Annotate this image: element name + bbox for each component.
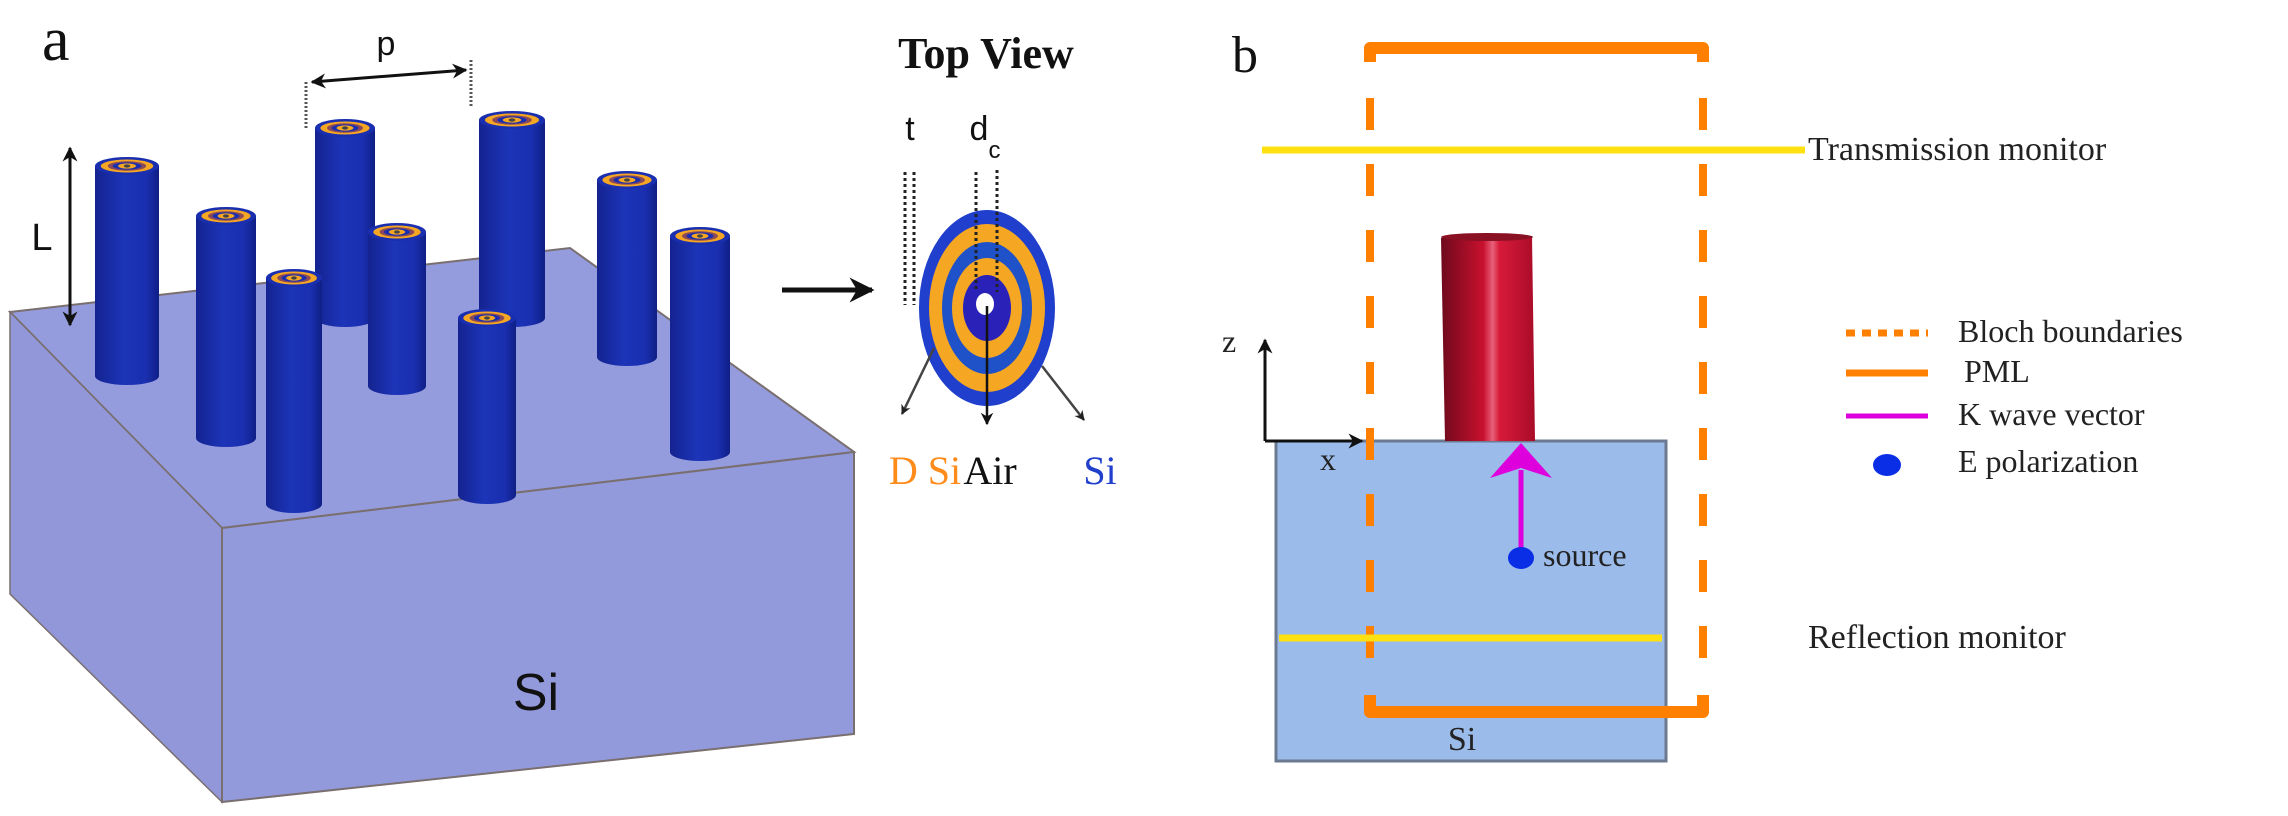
si-pointer xyxy=(1041,365,1085,421)
si-label: Si xyxy=(1083,448,1116,493)
dsi-label: D Si xyxy=(889,448,961,493)
k-wave-vector-head xyxy=(1490,443,1552,478)
core-diameter-label: dc xyxy=(970,110,1001,164)
reflection-monitor-label: Reflection monitor xyxy=(1808,619,2066,656)
panel-a-label: a xyxy=(42,6,70,74)
svg-text:Bloch boundaries: Bloch boundaries xyxy=(1958,313,2183,349)
nanowire-cross-section xyxy=(1441,233,1535,441)
legend-item-e-polarization: E polarization xyxy=(1873,443,2138,479)
panel-b: b Si Transmission monitor Reflection mon… xyxy=(1222,27,2183,763)
panel-a: a Si p L Top View t dc xyxy=(7,6,1117,804)
svg-text:K wave vector: K wave vector xyxy=(1958,396,2145,432)
nanowire xyxy=(670,227,730,461)
pitch-label: p xyxy=(377,25,396,63)
panel-b-label: b xyxy=(1232,27,1258,84)
length-dimension: L xyxy=(31,146,78,327)
dimension-guides xyxy=(903,170,999,305)
air-label: Air xyxy=(963,448,1016,493)
transmission-monitor-label: Transmission monitor xyxy=(1808,131,2107,168)
svg-text:E polarization: E polarization xyxy=(1958,443,2138,479)
legend-item-pml: PML xyxy=(1846,353,2030,389)
source-label: source xyxy=(1543,537,1627,573)
legend-item-bloch: Bloch boundaries xyxy=(1846,313,2183,349)
air-core xyxy=(976,293,994,315)
substrate-front-face xyxy=(221,450,855,804)
top-view-title: Top View xyxy=(898,29,1074,78)
nanowire xyxy=(95,157,159,385)
nanowire xyxy=(597,171,657,366)
svg-text:PML: PML xyxy=(1964,353,2030,389)
nanowire xyxy=(266,269,322,513)
top-view: Top View t dc D Si Air Si xyxy=(889,29,1117,493)
nanowire xyxy=(479,111,545,327)
pml-bottom xyxy=(1364,695,1709,718)
nanowire xyxy=(458,309,516,504)
pitch-dimension: p xyxy=(304,25,473,128)
substrate-label: Si xyxy=(513,664,559,722)
e-polarization-dot xyxy=(1508,547,1534,569)
nanowire xyxy=(368,223,426,395)
nanowire xyxy=(196,207,256,447)
dsi-pointer xyxy=(900,347,936,415)
nanowire xyxy=(315,119,375,327)
legend-item-k-vector: K wave vector xyxy=(1846,396,2145,432)
substrate-label-b: Si xyxy=(1448,721,1476,758)
pml-top xyxy=(1364,42,1709,62)
length-label: L xyxy=(31,217,52,259)
x-axis-label: x xyxy=(1320,441,1336,477)
legend: Bloch boundaries PML K wave vector E pol… xyxy=(1846,313,2183,479)
thickness-label: t xyxy=(905,110,915,148)
pitch-arrow xyxy=(310,63,468,89)
nanowire-array xyxy=(95,111,730,513)
coordinate-axes: z x xyxy=(1222,323,1364,477)
z-axis-label: z xyxy=(1222,323,1236,359)
